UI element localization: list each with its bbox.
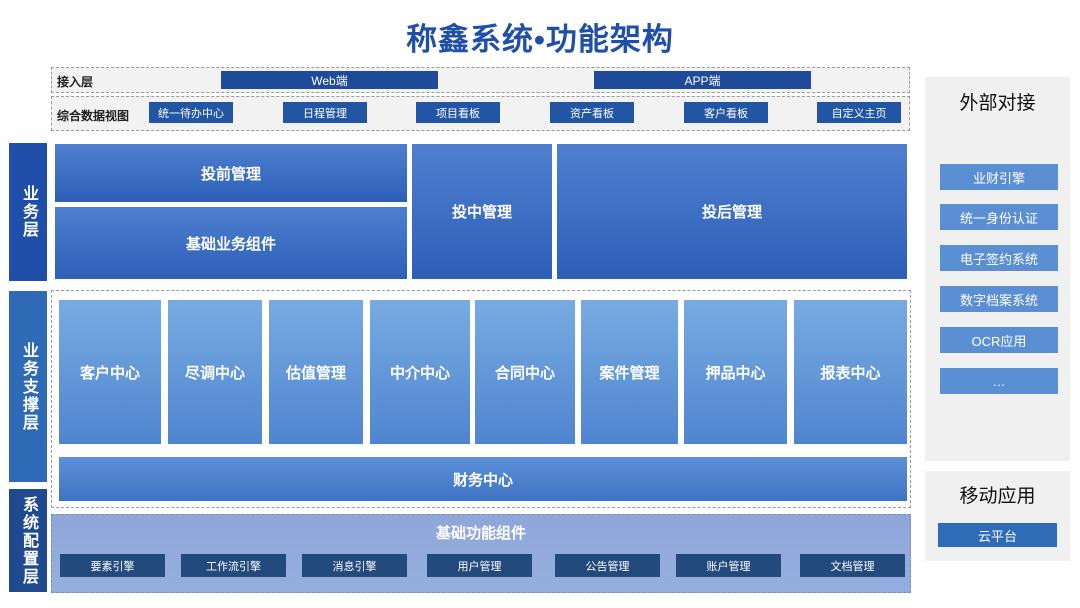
- external-item: 电子签约系统: [940, 245, 1058, 271]
- basic-business-block: 基础业务组件: [55, 207, 407, 279]
- support-card: 估值管理: [269, 300, 363, 444]
- external-item: 业财引擎: [940, 164, 1058, 190]
- dataview-item: 资产看板: [550, 102, 634, 123]
- mid-investment-block: 投中管理: [412, 144, 552, 279]
- system-component: 文档管理: [800, 554, 905, 577]
- dataview-item: 日程管理: [283, 102, 367, 123]
- pre-investment-block: 投前管理: [55, 144, 407, 202]
- post-investment-block: 投后管理: [557, 144, 907, 279]
- support-card: 押品中心: [684, 300, 787, 444]
- support-card: 合同中心: [475, 300, 575, 444]
- dataview-item: 项目看板: [416, 102, 500, 123]
- finance-center-block: 财务中心: [59, 457, 907, 501]
- dataview-label: 综合数据视图: [57, 109, 130, 123]
- system-layer-frame: [51, 514, 911, 593]
- system-component: 账户管理: [676, 554, 781, 577]
- page-title: 称鑫系统•功能架构: [406, 22, 674, 57]
- support-card: 报表中心: [794, 300, 907, 444]
- dataview-item: 客户看板: [684, 102, 768, 123]
- web-endpoint: Web端: [221, 71, 438, 89]
- dataview-item: 自定义主页: [817, 102, 901, 123]
- system-layer-title: 基础功能组件: [435, 525, 526, 542]
- layer-label-system-text: 系统配置层: [20, 495, 37, 586]
- external-item: OCR应用: [940, 327, 1058, 353]
- mobile-panel-title: 移动应用: [959, 486, 1036, 507]
- support-card: 客户中心: [59, 300, 161, 444]
- layer-label-system: 系统配置层: [9, 489, 47, 592]
- external-item: 数字档案系统: [940, 286, 1058, 312]
- cloud-platform-item: 云平台: [938, 523, 1057, 547]
- support-card: 中介中心: [370, 300, 470, 444]
- support-card: 尽调中心: [168, 300, 262, 444]
- external-item: 统一身份认证: [940, 204, 1058, 230]
- access-layer-label: 接入层: [57, 75, 94, 89]
- layer-label-support-text: 业务支撑层: [20, 341, 37, 432]
- system-component: 公告管理: [555, 554, 660, 577]
- layer-label-business-text: 业务层: [20, 185, 37, 239]
- support-card: 案件管理: [581, 300, 678, 444]
- system-component: 要素引擎: [60, 554, 165, 577]
- layer-label-support: 业务支撑层: [9, 291, 47, 482]
- system-component: 用户管理: [427, 554, 532, 577]
- app-endpoint: APP端: [594, 71, 811, 89]
- layer-label-business: 业务层: [9, 143, 47, 281]
- external-item: …: [940, 368, 1058, 394]
- external-panel-title: 外部对接: [959, 93, 1036, 114]
- dataview-item: 统一待办中心: [149, 102, 233, 123]
- system-component: 工作流引擎: [181, 554, 286, 577]
- system-component: 消息引擎: [302, 554, 407, 577]
